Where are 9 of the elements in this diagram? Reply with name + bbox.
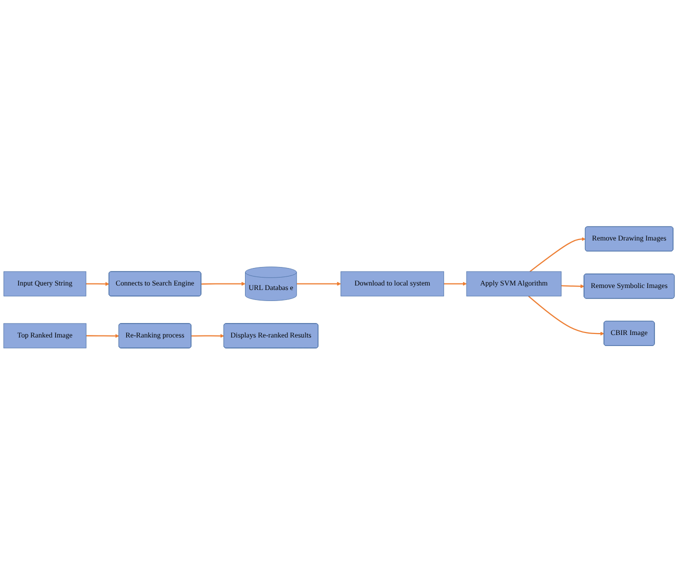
arrow [296, 282, 342, 286]
arrow [201, 282, 246, 286]
arrow [561, 284, 584, 288]
arrow [444, 282, 467, 286]
arrow [191, 334, 224, 338]
arrow [530, 237, 586, 272]
arrow [528, 296, 604, 336]
arrow [86, 282, 110, 286]
arrow [86, 334, 120, 338]
